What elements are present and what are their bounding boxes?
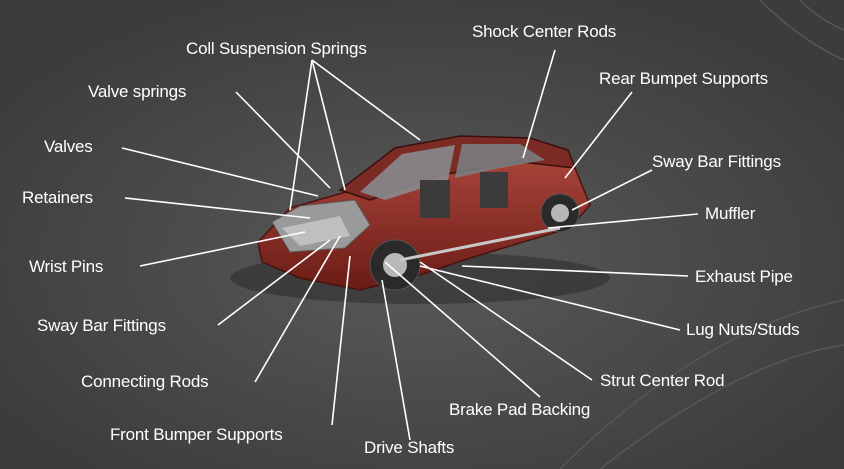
leader-drive <box>381 279 411 441</box>
label-brake-pad-backing: Brake Pad Backing <box>449 400 591 419</box>
leader-lug <box>419 265 681 331</box>
label-connecting-rods: Connecting Rods <box>81 372 209 391</box>
leader-shock <box>522 49 556 159</box>
label-lug-nuts-studs: Lug Nuts/Studs <box>686 320 800 339</box>
label-front-bumper-supports: Front Bumper Supports <box>110 425 283 444</box>
leader-coil-c <box>289 59 313 211</box>
label-retainers: Retainers <box>22 188 93 207</box>
label-wrist-pins: Wrist Pins <box>29 257 104 276</box>
label-sway-bar-fittings-right: Sway Bar Fittings <box>652 152 781 171</box>
leader-conrods <box>254 235 341 383</box>
leader-exhaust <box>461 265 689 277</box>
leader-swayR <box>571 169 653 211</box>
label-rear-bumper-supports: Rear Bumpet Supports <box>599 69 768 88</box>
leader-swayL <box>217 239 331 326</box>
label-valve-springs: Valve springs <box>88 82 187 101</box>
label-shock-center-rods: Shock Center Rods <box>472 22 617 41</box>
leader-strut <box>419 261 593 381</box>
label-sway-bar-fittings-left: Sway Bar Fittings <box>37 316 166 335</box>
leader-coil-b <box>311 59 346 191</box>
leader-valvesprings <box>235 91 331 189</box>
label-strut-center-rod: Strut Center Rod <box>600 371 725 390</box>
label-exhaust-pipe: Exhaust Pipe <box>695 267 793 286</box>
leader-lines <box>121 49 699 441</box>
leader-brake <box>384 261 541 398</box>
label-drive-shafts: Drive Shafts <box>364 438 455 457</box>
leader-frontbump <box>331 255 351 426</box>
label-valves: Valves <box>44 137 93 156</box>
leader-retainers <box>124 197 311 219</box>
leader-muffler <box>547 213 699 229</box>
leader-rearbump <box>564 91 633 179</box>
leader-coil-a <box>311 59 421 141</box>
leader-valves <box>121 147 319 197</box>
background-arcs <box>559 0 844 469</box>
car-cutaway-icon <box>230 135 610 304</box>
label-muffler: Muffler <box>705 204 756 223</box>
leader-wrist <box>139 231 306 267</box>
label-coil-suspension-springs: Coll Suspension Springs <box>186 39 367 58</box>
